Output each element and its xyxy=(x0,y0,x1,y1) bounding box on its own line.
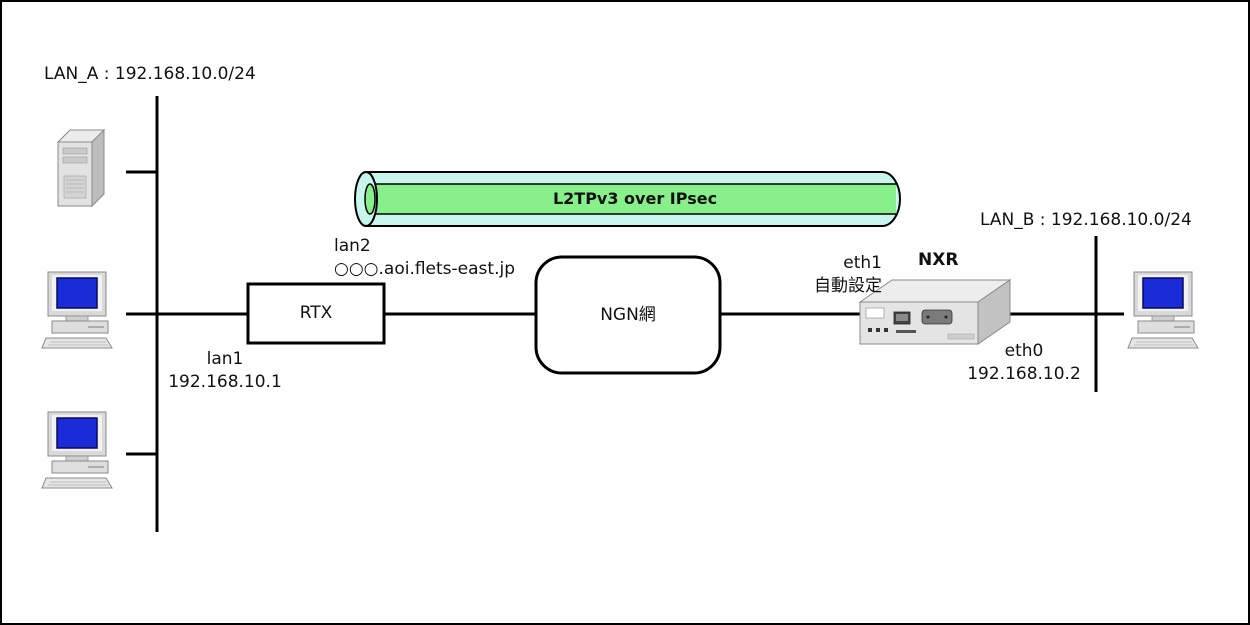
nxr-eth1-label: eth1 xyxy=(843,253,882,273)
rtx-lan2-label: lan2 xyxy=(334,236,371,256)
nxr-eth1-setting: 自動設定 xyxy=(814,276,882,296)
rtx-name: RTX xyxy=(299,303,333,323)
desktop-pc-icon xyxy=(41,271,113,349)
rtx-lan2-address: ○○○.aoi.flets-east.jp xyxy=(334,259,515,279)
nxr-router-icon xyxy=(858,279,1012,345)
lan-b-label: LAN_B : 192.168.10.0/24 xyxy=(980,210,1192,230)
server-tower-icon xyxy=(56,128,106,208)
lan-a-label: LAN_A : 192.168.10.0/24 xyxy=(44,64,256,84)
tunnel-label: L2TPv3 over IPsec xyxy=(552,189,718,208)
nxr-eth0-address: 192.168.10.2 xyxy=(967,364,1081,384)
rtx-lan1-address: 192.168.10.1 xyxy=(168,372,282,392)
nxr-name: NXR xyxy=(918,250,959,270)
tunnel-pipe xyxy=(354,171,901,227)
desktop-pc-icon xyxy=(1127,271,1199,349)
rtx-lan1-label: lan1 xyxy=(206,349,244,369)
ngn-name: NGN網 xyxy=(600,305,656,325)
nxr-eth0-label: eth0 xyxy=(1004,341,1044,361)
desktop-pc-icon xyxy=(41,411,113,489)
